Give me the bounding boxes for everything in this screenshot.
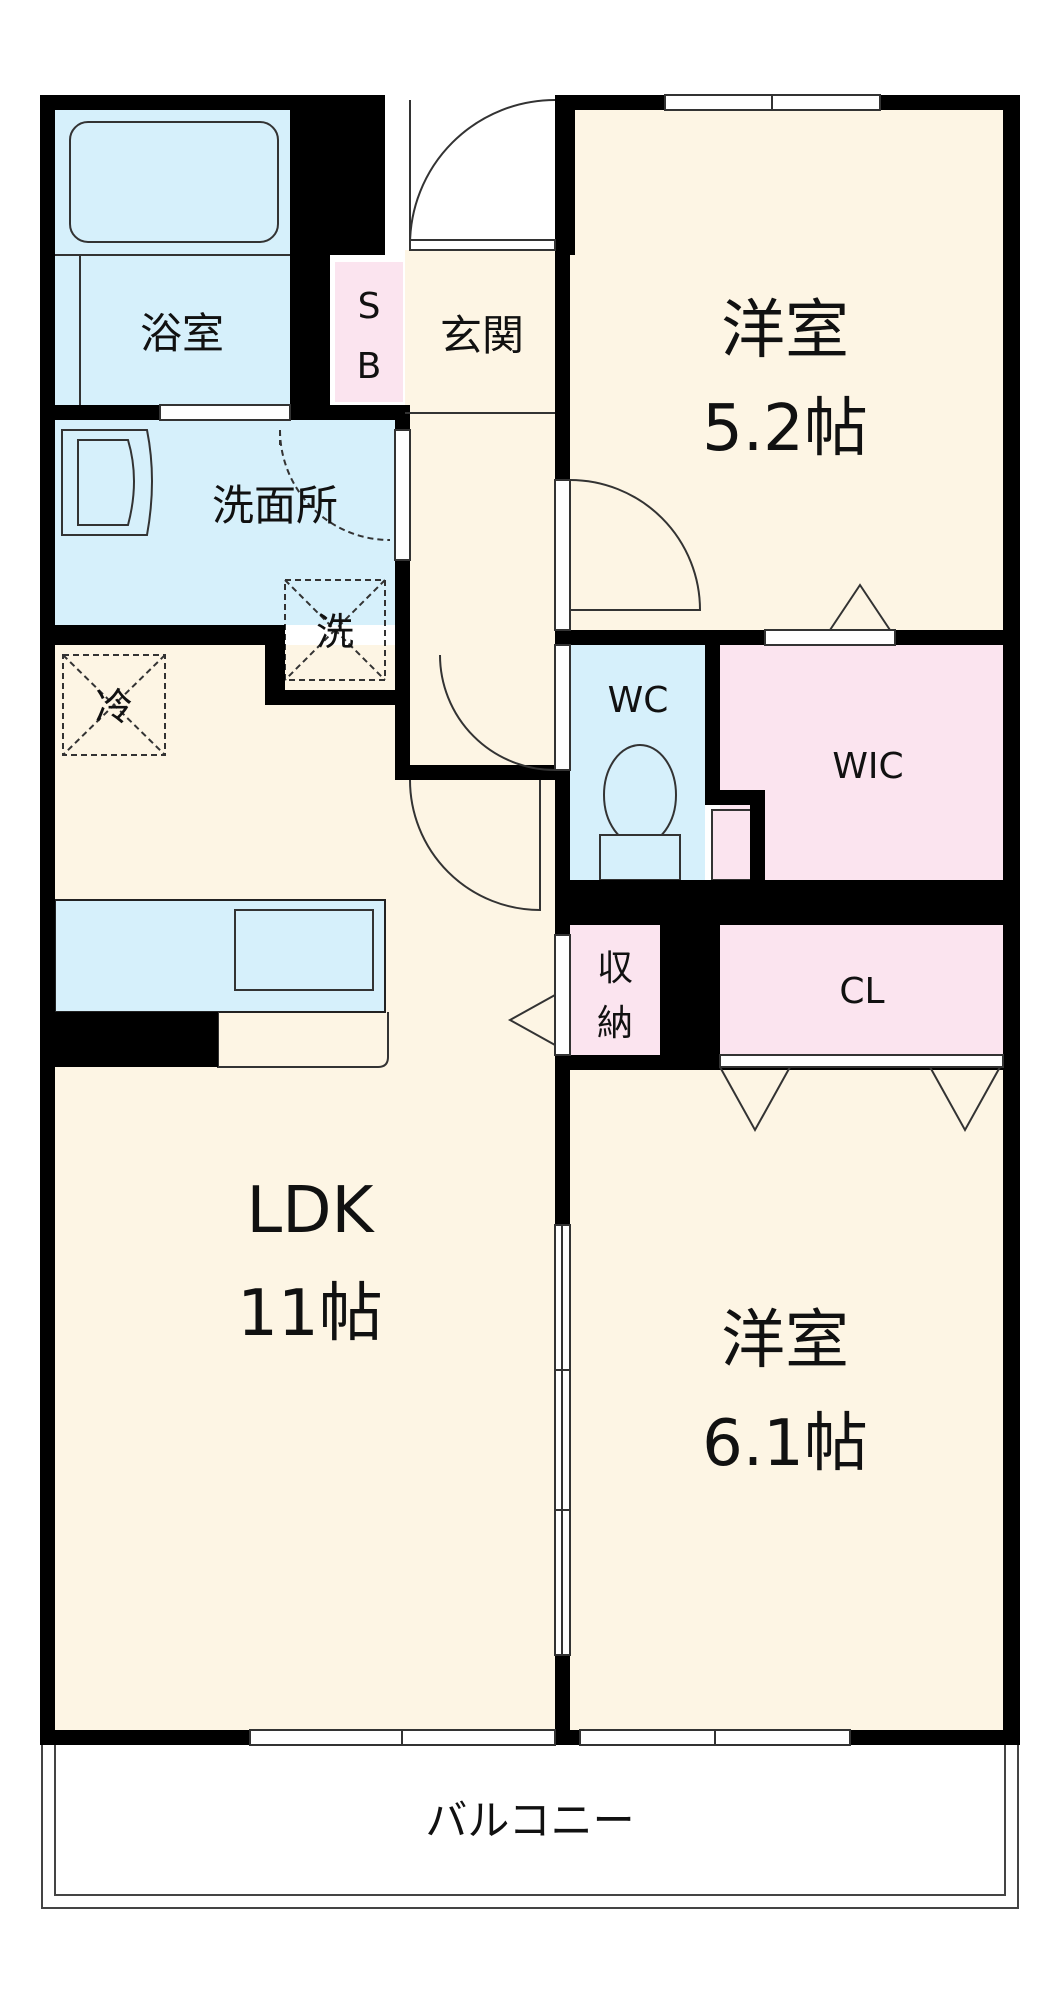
openings [159,94,1004,1746]
labels: 浴室 S B 玄関 洋室 5.2帖 洗面所 洗 冷 WC WIC 収 納 CL … [95,286,904,1845]
wash-door-swing [279,429,391,541]
walls [40,95,1020,1745]
wall-wc-right [705,630,720,800]
toilet-label: WC [608,680,669,721]
wall-kitchen-block [40,1012,218,1067]
wall-ldk-room2 [555,1055,570,1225]
storage-door [554,934,571,1056]
shoe-box-label-b: B [357,346,382,387]
wall-washer-bottom [265,690,410,705]
ldk-label: LDK [247,1174,376,1248]
storage-label-2: 納 [597,1003,633,1044]
ldk-floor [55,645,565,1730]
western-room-1-label: 洋室 [721,294,849,368]
western-room-1-size: 5.2帖 [702,392,868,466]
washroom-label: 洗面所 [212,481,338,530]
bath-label: 浴室 [140,309,224,358]
wc-door-swing [439,654,556,771]
wall-corridor-left [395,690,410,780]
wic-door [764,629,896,646]
entrance-threshold [409,239,556,251]
wall-wc-bottom [555,880,1020,925]
fridge-cross-b [62,654,166,756]
washer-cross-b [284,579,386,681]
shoe-box-label-s: S [358,286,381,327]
ldk-size: 11帖 [237,1277,382,1351]
wall-corridor-right-mid [555,770,570,900]
toilet-bowl-icon [603,744,677,846]
wall-wc-step [705,790,760,805]
western-room-1-floor [568,110,1003,630]
fridge-space [62,654,166,756]
wash-basin-icon [61,429,153,536]
sink-icon [234,909,374,991]
balcony-label: バルコニー [425,1796,634,1845]
wall-washer-notch [265,625,285,705]
wall-room1-left-top [555,95,575,255]
floors [54,110,1003,1730]
entrance-label: 玄関 [440,311,524,360]
balcony-rail-outer [41,1745,1019,1909]
wall-outer-left [40,95,55,1745]
western-room-2-size: 6.1帖 [702,1407,868,1481]
wall-bath-entry [290,245,330,410]
wic-door-triangle [829,583,891,631]
closet-door-triangle-b [929,1066,1001,1133]
wall-ldk-room2-low [555,1655,570,1745]
western-room-2-label: 洋室 [721,1304,849,1378]
wash-door [394,429,411,561]
walk-in-closet-floor [720,645,1003,880]
closet-label: CL [839,971,884,1012]
storage-floor [570,925,660,1055]
wall-bath-block [290,95,385,255]
balcony [41,1745,1019,1909]
walk-in-closet-label: WIC [832,746,903,787]
bathtub [69,121,279,243]
room1-door [554,479,571,631]
toilet-tank-icon [599,834,681,881]
closet-door-triangle-a [719,1066,791,1133]
washer-space-label: 洗 [316,610,354,654]
storage-door-triangle [507,994,556,1046]
storage-label-1: 収 [597,948,633,989]
balcony-rail-inner [54,1745,1006,1896]
wall-storage-right [660,910,720,1065]
wc-door [554,644,571,771]
closet-door [719,1054,1004,1068]
western-room-2-floor [568,1070,1003,1730]
wall-wic-step [750,790,765,895]
shoe-box-floor [335,262,403,402]
wall-wash-bottom [40,625,270,645]
toilet-shelf [711,809,753,881]
fixtures [55,121,753,1068]
ldk-door-swing [409,779,541,912]
entrance-door-swing [409,99,556,246]
closet-floor [720,925,1003,1055]
room1-door-swing [569,479,702,611]
wall-room1-left [555,250,570,480]
bath-door [159,404,291,421]
counter-return [217,1012,389,1068]
fridge-space-label: 冷 [95,685,133,729]
wall-entry-door [410,765,565,780]
wash-basin-bowl-icon [77,439,135,526]
